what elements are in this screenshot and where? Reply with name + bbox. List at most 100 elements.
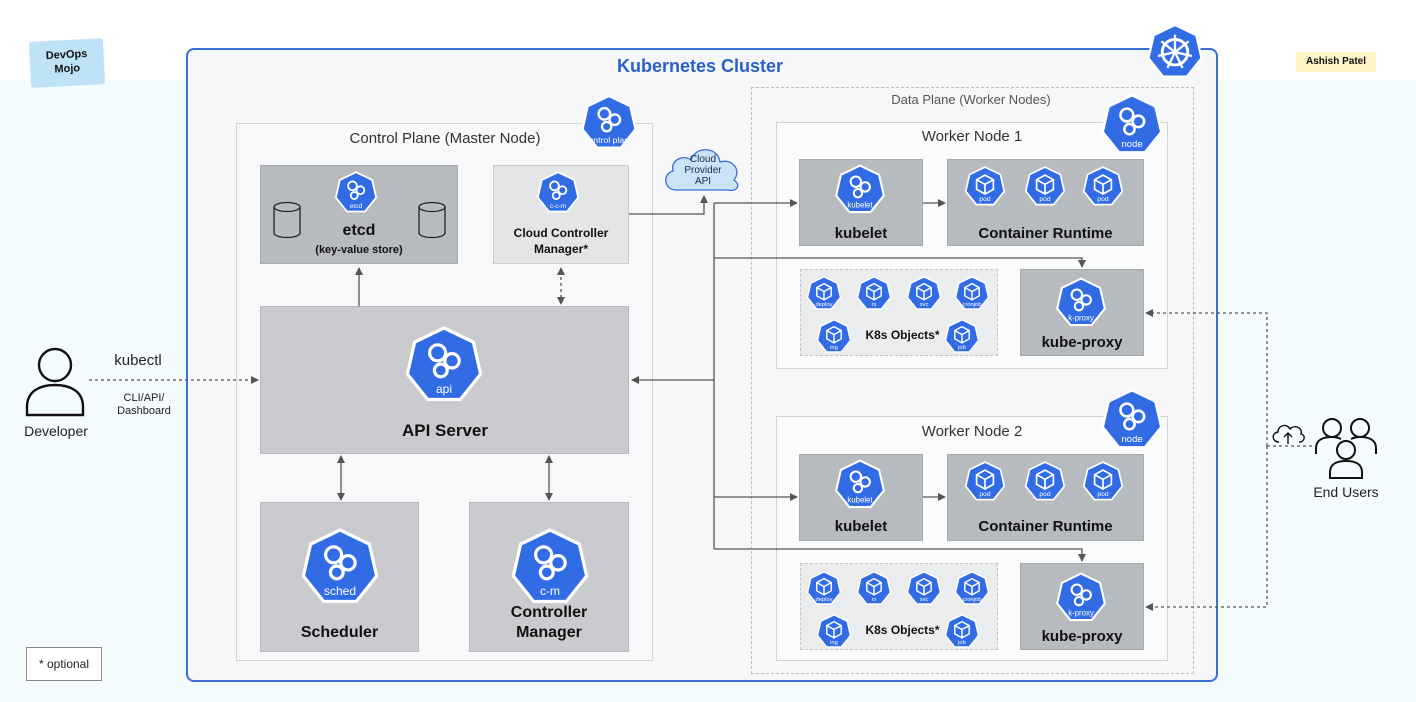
pod-icon-1-2: pod [1024,166,1066,206]
sched-icon: sched [301,528,379,604]
author-name: Ashish Patel [1305,56,1367,67]
controller-manager-label-2: Manager [516,624,582,641]
cloud-label: Cloud Provider API [668,154,738,187]
kubelet-title-2: kubelet [834,518,888,535]
kubernetes-logo-icon [1147,23,1203,78]
developer-label: Developer [24,423,88,439]
k8s-object-icon-2-deploy: deploy [806,571,842,605]
node-icon-1-label: node [1121,139,1142,150]
data-plane-title: Data Plane (Worker Nodes) [891,92,1051,107]
k8s-object-icon-1-cronjob: cronjob [954,276,990,310]
kube-proxy-icon-1-label: k-proxy [1068,314,1094,323]
k8s-object-icon-1-job-label: job [957,345,966,351]
k8s-object-icon-1-deploy-label: deploy [816,302,833,308]
k8s-object-icon-2-job: job [944,614,980,648]
k8s-object-icon-2-svc: svc [906,571,942,605]
k8s-object-icon-1-ing: ing [816,319,852,353]
cloud-upload-icon [1272,424,1305,444]
trunk-to-kube-proxy-1 [714,257,1086,268]
ccm-to-cloud [629,195,708,215]
worker-node-2-title: Worker Node 2 [921,423,1023,440]
k8s-object-icon-1-rs: rs [856,276,892,310]
node-icon-2: node [1101,388,1163,449]
api-icon-label: api [436,382,452,396]
k8s-object-icon-2-ing: ing [816,614,852,648]
k8s-object-icon-1-rs-label: rs [872,302,877,308]
cloud-label-3: API [694,176,712,187]
kube-proxy-icon-2: k-proxy [1056,572,1106,622]
cloud-label-2: Provider [684,165,722,176]
ccm-icon-label: c-c-m [550,203,567,210]
etcd-icon-label: etcd [350,203,363,210]
k8s-object-icon-2-rs: rs [856,571,892,605]
pod-icon-2-3: pod [1082,461,1124,501]
cli-label-2: Dashboard [117,405,171,417]
kubelet-title-1: kubelet [834,225,888,242]
k8s-object-icon-2-cronjob-label: cronjob [963,597,982,603]
trunk-to-kube-proxy-2 [714,548,1086,562]
pod-icon-1-1: pod [964,166,1006,206]
ccm-icon: c-c-m [536,171,580,213]
container-runtime-title-2: Container Runtime [978,518,1113,535]
worker-node-1-title: Worker Node 1 [921,128,1023,145]
cloud-label-1: Cloud [689,154,717,165]
k8s-object-icon-2-deploy-label: deploy [816,597,833,603]
pod-icon-2-2: pod [1024,461,1066,501]
control-plane-title: Control Plane (Master Node) [349,130,541,147]
kubelet-icon-1-label: kubelet [847,201,873,210]
node-icon-1: node [1101,93,1163,154]
kube-proxy-icon-1: k-proxy [1056,277,1106,327]
cli-label: CLI/API/ Dashboard [100,392,188,418]
kubectl-label: kubectl [114,352,162,369]
k8s-object-icon-1-job: job [944,319,980,353]
control-plane-icon: control plane [581,94,637,149]
k8s-object-icon-2-svc-label: svc [920,597,929,603]
pod-icon-1-1-label: pod [979,196,990,203]
database-icon-left [273,201,301,239]
kubelet-icon-2: kubelet [835,459,885,509]
pod-icon-2-2-label: pod [1039,491,1050,498]
control-plane-icon-label: control plane [584,135,634,145]
k8s-object-icon-2-job-label: job [957,640,966,646]
k8s-object-icon-2-ing-label: ing [830,640,838,646]
k8s-object-icon-1-ing-label: ing [830,345,838,351]
end-users-icon [1315,418,1377,479]
scheduler-title: Scheduler [300,624,379,641]
end-users-label: End Users [1313,484,1379,500]
users-to-kube-proxy-1 [1145,309,1268,446]
pod-icon-1-3-label: pod [1097,196,1108,203]
cloud-provider-icon [665,149,739,192]
author-tag: Ashish Patel [1296,52,1376,72]
api-server-title: API Server [402,421,488,440]
k8s-object-icon-1-deploy: deploy [806,276,842,310]
k8s-object-icon-1-svc: svc [906,276,942,310]
ccm-label-1: Cloud Controller [513,226,609,240]
kubelet-icon-2-label: kubelet [847,496,873,505]
pod-icon-2-1: pod [964,461,1006,501]
api-icon: api [405,326,483,402]
controller-manager-icon: c-m [511,528,589,604]
pod-icon-2-1-label: pod [979,491,990,498]
controller-manager-label-1: Controller [510,604,588,621]
kube-proxy-title-2: kube-proxy [1041,628,1123,645]
k8s-object-icon-2-cronjob: cronjob [954,571,990,605]
cluster-title: Kubernetes Cluster [616,56,784,76]
pod-icon-1-2-label: pod [1039,196,1050,203]
ccm-label-2: Manager* [533,242,589,256]
kube-proxy-title-1: kube-proxy [1041,334,1123,351]
optional-legend: * optional [26,647,102,681]
kube-proxy-icon-2-label: k-proxy [1068,609,1094,618]
container-runtime-title-1: Container Runtime [978,225,1113,242]
cli-label-1: CLI/API/ [123,392,165,404]
kubelet-icon-1: kubelet [835,164,885,214]
pod-icon-1-3: pod [1082,166,1124,206]
etcd-icon: etcd [334,171,378,213]
users-to-kube-proxy-2 [1145,446,1268,611]
sched-icon-label: sched [324,584,356,598]
k8s-object-icon-2-rs-label: rs [872,597,877,603]
controller-manager-icon-label: c-m [540,584,560,598]
k8s-object-icon-1-cronjob-label: cronjob [963,302,982,308]
database-icon-right [418,201,446,239]
etcd-subtitle: (key-value store) [315,244,403,256]
